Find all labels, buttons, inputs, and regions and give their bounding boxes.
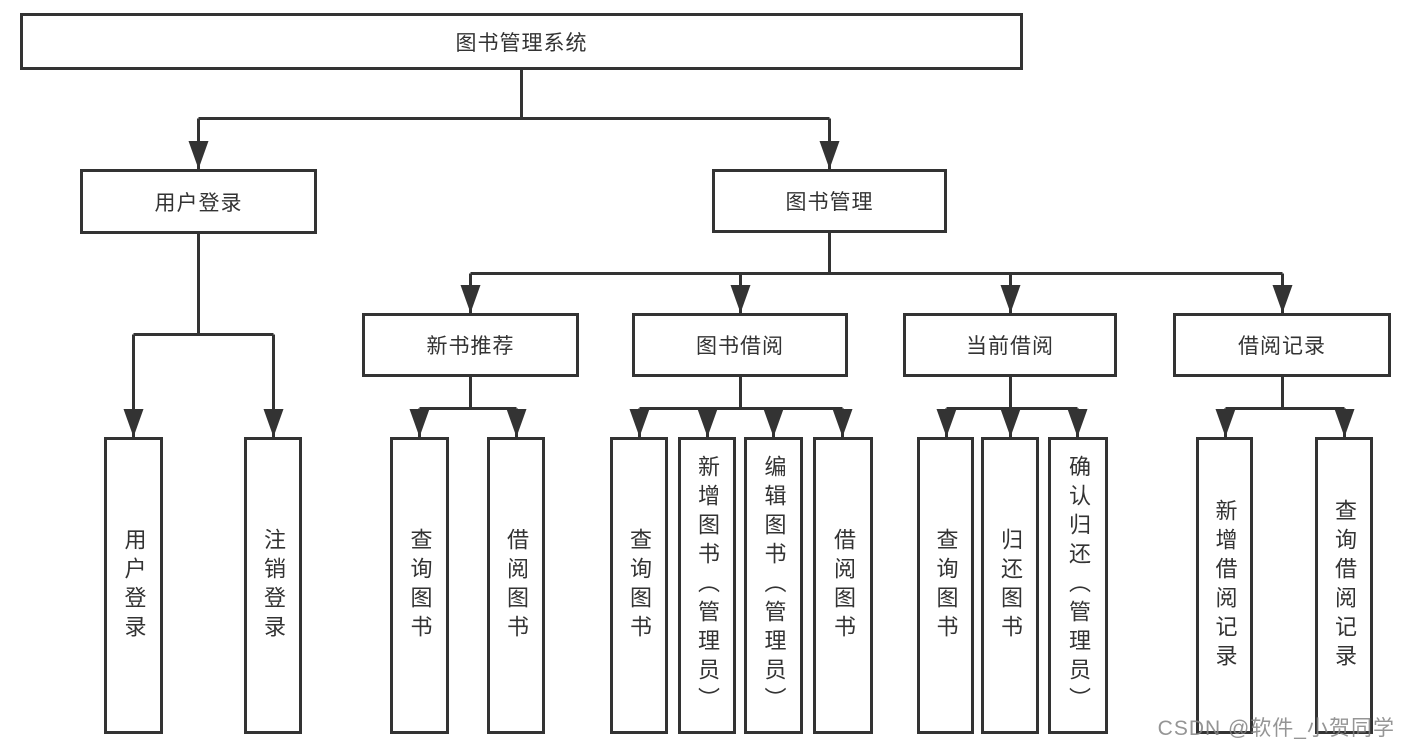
node-label: 新增图书（管理员） (695, 455, 720, 716)
node-user-login: 用户登录 (80, 169, 317, 234)
arrow-down-icon (460, 285, 481, 313)
node-borrow-records: 借阅记录 (1173, 313, 1391, 377)
leaf-user-login: 用户登录 (104, 437, 163, 734)
arrow-down-icon (936, 409, 957, 437)
node-current-borrow: 当前借阅 (903, 313, 1117, 377)
node-label: 查询借阅记录 (1332, 498, 1357, 673)
node-label: 当前借阅 (966, 335, 1054, 358)
connector-user-login-to-children (132, 234, 275, 437)
node-label: 确认归还（管理员） (1066, 455, 1091, 716)
arrow-down-icon (763, 409, 784, 437)
node-label: 归还图书 (998, 527, 1023, 644)
leaf-confirm-return-admin: 确认归还（管理员） (1048, 437, 1108, 734)
csdn-watermark: CSDN @软件_小贺同学 (1157, 717, 1395, 740)
node-book-borrow: 图书借阅 (632, 313, 848, 377)
arrow-down-icon (1272, 285, 1293, 313)
node-label: 查询图书 (407, 527, 433, 644)
arrow-down-icon (123, 409, 144, 437)
leaf-query-books-current: 查询图书 (917, 437, 974, 734)
arrow-down-icon (1000, 285, 1021, 313)
node-label: 编辑图书（管理员） (761, 455, 787, 716)
arrow-down-icon (819, 141, 840, 169)
arrow-down-icon (263, 409, 284, 437)
leaf-borrow-books-recommend: 借阅图书 (487, 437, 545, 734)
node-label: 用户登录 (154, 191, 243, 215)
connector-borrow-record-to-children (1224, 377, 1346, 437)
node-label: 新书推荐 (426, 335, 515, 358)
leaf-query-books-recommend: 查询图书 (390, 437, 449, 734)
arrow-down-icon (730, 285, 751, 313)
arrow-down-icon (629, 409, 650, 437)
node-library-management-system: 图书管理系统 (20, 13, 1023, 70)
node-label: 注销登录 (261, 527, 286, 644)
leaf-query-books-borrow: 查询图书 (610, 437, 668, 734)
arrow-down-icon (506, 409, 527, 437)
node-label: 借阅记录 (1238, 335, 1326, 358)
arrow-down-icon (1000, 409, 1021, 437)
node-label: 查询图书 (933, 527, 959, 644)
node-label: 用户登录 (121, 527, 147, 644)
arrow-down-icon (832, 409, 853, 437)
arrow-down-icon (1215, 409, 1236, 437)
connector-book-borrow-to-children (638, 377, 844, 437)
node-label: 借阅图书 (831, 527, 856, 644)
arrow-down-icon (1334, 409, 1355, 437)
node-label: 图书管理系统 (455, 31, 588, 55)
leaf-add-borrow-record: 新增借阅记录 (1196, 437, 1253, 734)
node-label: 新增借阅记录 (1212, 498, 1238, 673)
arrow-down-icon (1067, 409, 1088, 437)
node-label: 查询图书 (627, 527, 652, 644)
arrow-down-icon (188, 141, 209, 169)
leaf-add-book-admin: 新增图书（管理员） (678, 437, 736, 734)
arrow-down-icon (409, 409, 430, 437)
leaf-return-book: 归还图书 (981, 437, 1039, 734)
node-label: 借阅图书 (504, 527, 529, 644)
leaf-edit-book-admin: 编辑图书（管理员） (744, 437, 803, 734)
node-label: 图书管理 (785, 191, 874, 214)
arrow-down-icon (697, 409, 718, 437)
connector-root-to-children (197, 70, 831, 169)
leaf-borrow-books-2: 借阅图书 (813, 437, 873, 734)
node-book-management: 图书管理 (712, 169, 947, 233)
leaf-query-borrow-record: 查询借阅记录 (1315, 437, 1373, 734)
node-label: 图书借阅 (696, 335, 784, 358)
connector-book-management-to-children (469, 233, 1284, 313)
node-new-book-recommend: 新书推荐 (362, 313, 579, 377)
leaf-logout: 注销登录 (244, 437, 302, 734)
connector-new-book-to-children (418, 377, 518, 437)
